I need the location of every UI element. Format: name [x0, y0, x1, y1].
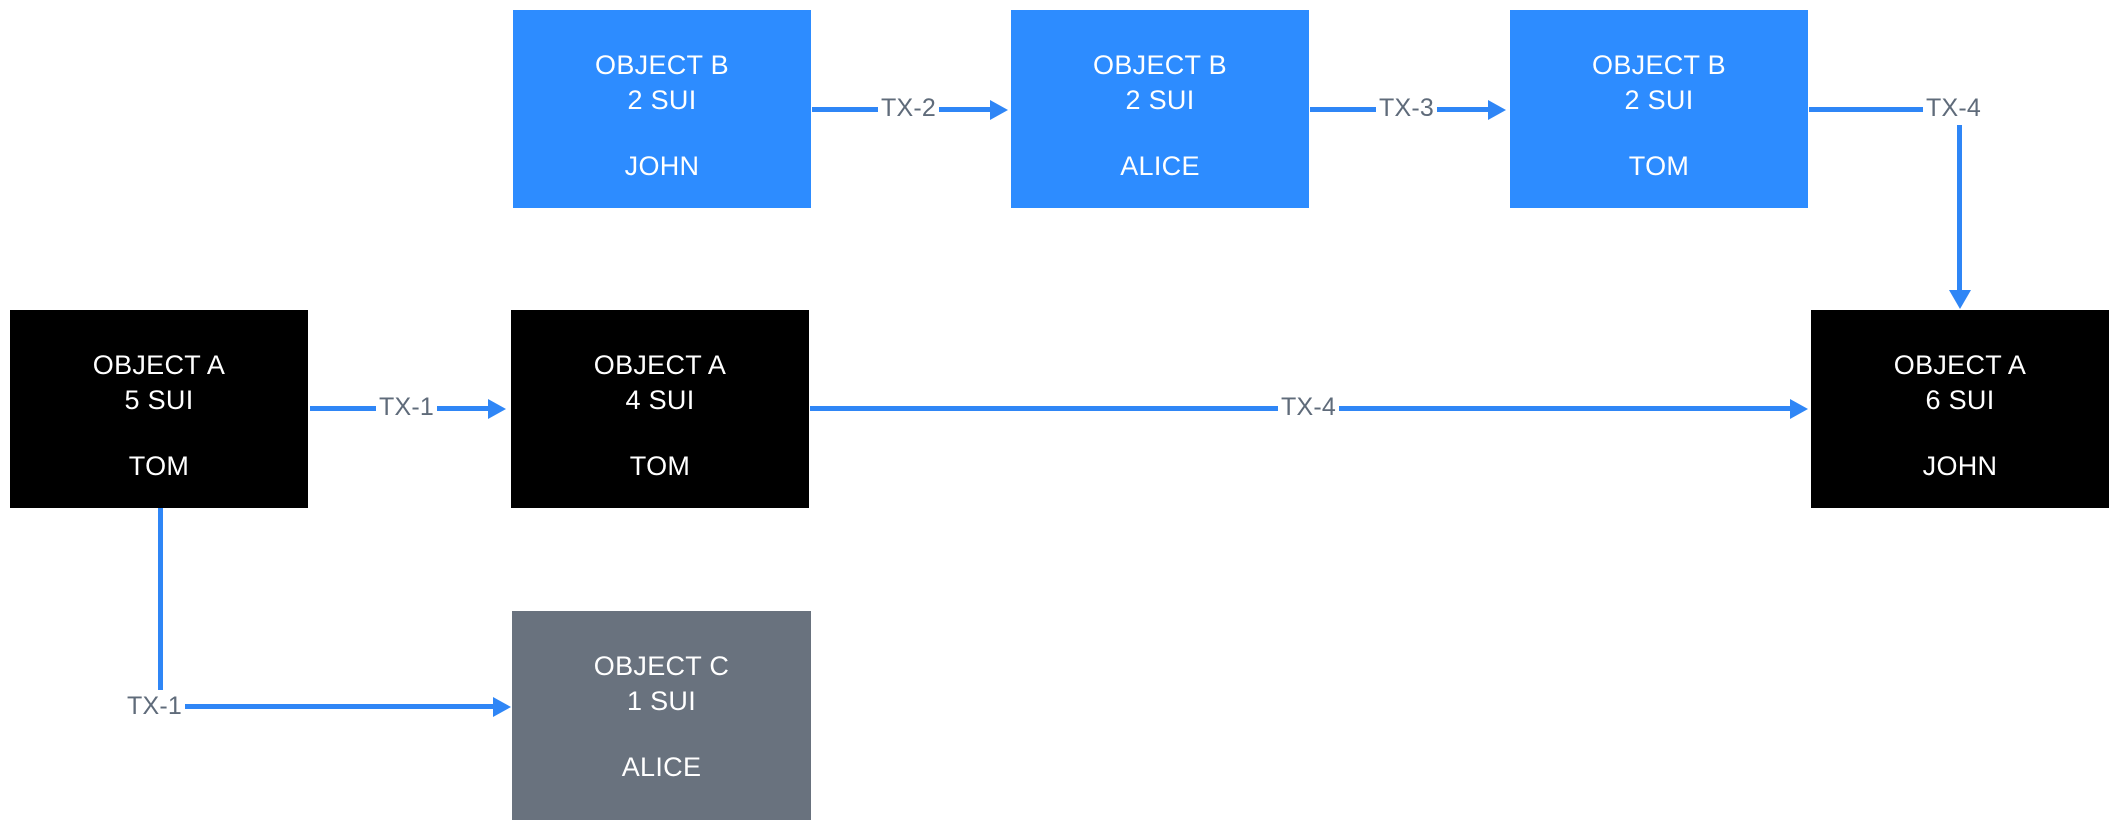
edge-tx4b-line-horizontal	[1809, 107, 1929, 112]
node-object-label: OBJECT C	[593, 651, 730, 681]
edge-tx1c-line-vertical	[158, 508, 163, 690]
node-object-a-tom-4sui[interactable]: OBJECT A 4 SUI TOM	[511, 310, 809, 508]
node-amount-label: 1 SUI	[626, 686, 697, 716]
node-object-label: OBJECT A	[593, 350, 727, 380]
node-owner-label: ALICE	[621, 752, 702, 782]
node-object-label: OBJECT A	[92, 350, 226, 380]
edge-tx4b-arrowhead	[1949, 290, 1971, 309]
node-object-c-alice[interactable]: OBJECT C 1 SUI ALICE	[512, 611, 811, 820]
edge-tx2-arrowhead	[990, 100, 1008, 120]
edge-tx4a-label: TX-4	[1278, 393, 1339, 421]
edge-tx1c-line-horizontal	[165, 704, 495, 709]
node-amount-label: 6 SUI	[1925, 385, 1995, 415]
edge-tx2-label: TX-2	[878, 94, 939, 122]
node-object-label: OBJECT B	[1592, 50, 1726, 80]
edge-tx1c-label: TX-1	[124, 692, 185, 720]
edge-tx3-arrowhead	[1488, 100, 1506, 120]
node-owner-label: TOM	[1628, 151, 1690, 181]
node-object-b-alice[interactable]: OBJECT B 2 SUI ALICE	[1011, 10, 1309, 208]
edge-tx1a-arrowhead	[488, 399, 506, 419]
node-object-label: OBJECT B	[1093, 50, 1227, 80]
node-object-a-john-6sui[interactable]: OBJECT A 6 SUI JOHN	[1811, 310, 2109, 508]
node-amount-label: 4 SUI	[625, 385, 695, 415]
node-object-b-john[interactable]: OBJECT B 2 SUI JOHN	[513, 10, 811, 208]
node-object-label: OBJECT B	[595, 50, 729, 80]
edge-tx3-label: TX-3	[1376, 94, 1437, 122]
node-amount-label: 2 SUI	[1125, 85, 1195, 115]
node-object-b-tom[interactable]: OBJECT B 2 SUI TOM	[1510, 10, 1808, 208]
edge-tx4b-line-vertical	[1957, 125, 1962, 303]
node-owner-label: TOM	[128, 451, 190, 481]
node-amount-label: 2 SUI	[627, 85, 697, 115]
node-amount-label: 2 SUI	[1624, 85, 1694, 115]
node-owner-label: JOHN	[1922, 451, 1998, 481]
node-owner-label: ALICE	[1120, 151, 1200, 181]
node-owner-label: JOHN	[624, 151, 700, 181]
node-object-a-tom-5sui[interactable]: OBJECT A 5 SUI TOM	[10, 310, 308, 508]
edge-tx1a-label: TX-1	[376, 393, 437, 421]
node-amount-label: 5 SUI	[124, 385, 194, 415]
edge-tx4b-label: TX-4	[1923, 94, 1984, 122]
edge-tx1c-arrowhead	[493, 697, 511, 717]
edge-tx4a-arrowhead	[1790, 399, 1808, 419]
node-owner-label: TOM	[629, 451, 691, 481]
node-object-label: OBJECT A	[1893, 350, 2027, 380]
